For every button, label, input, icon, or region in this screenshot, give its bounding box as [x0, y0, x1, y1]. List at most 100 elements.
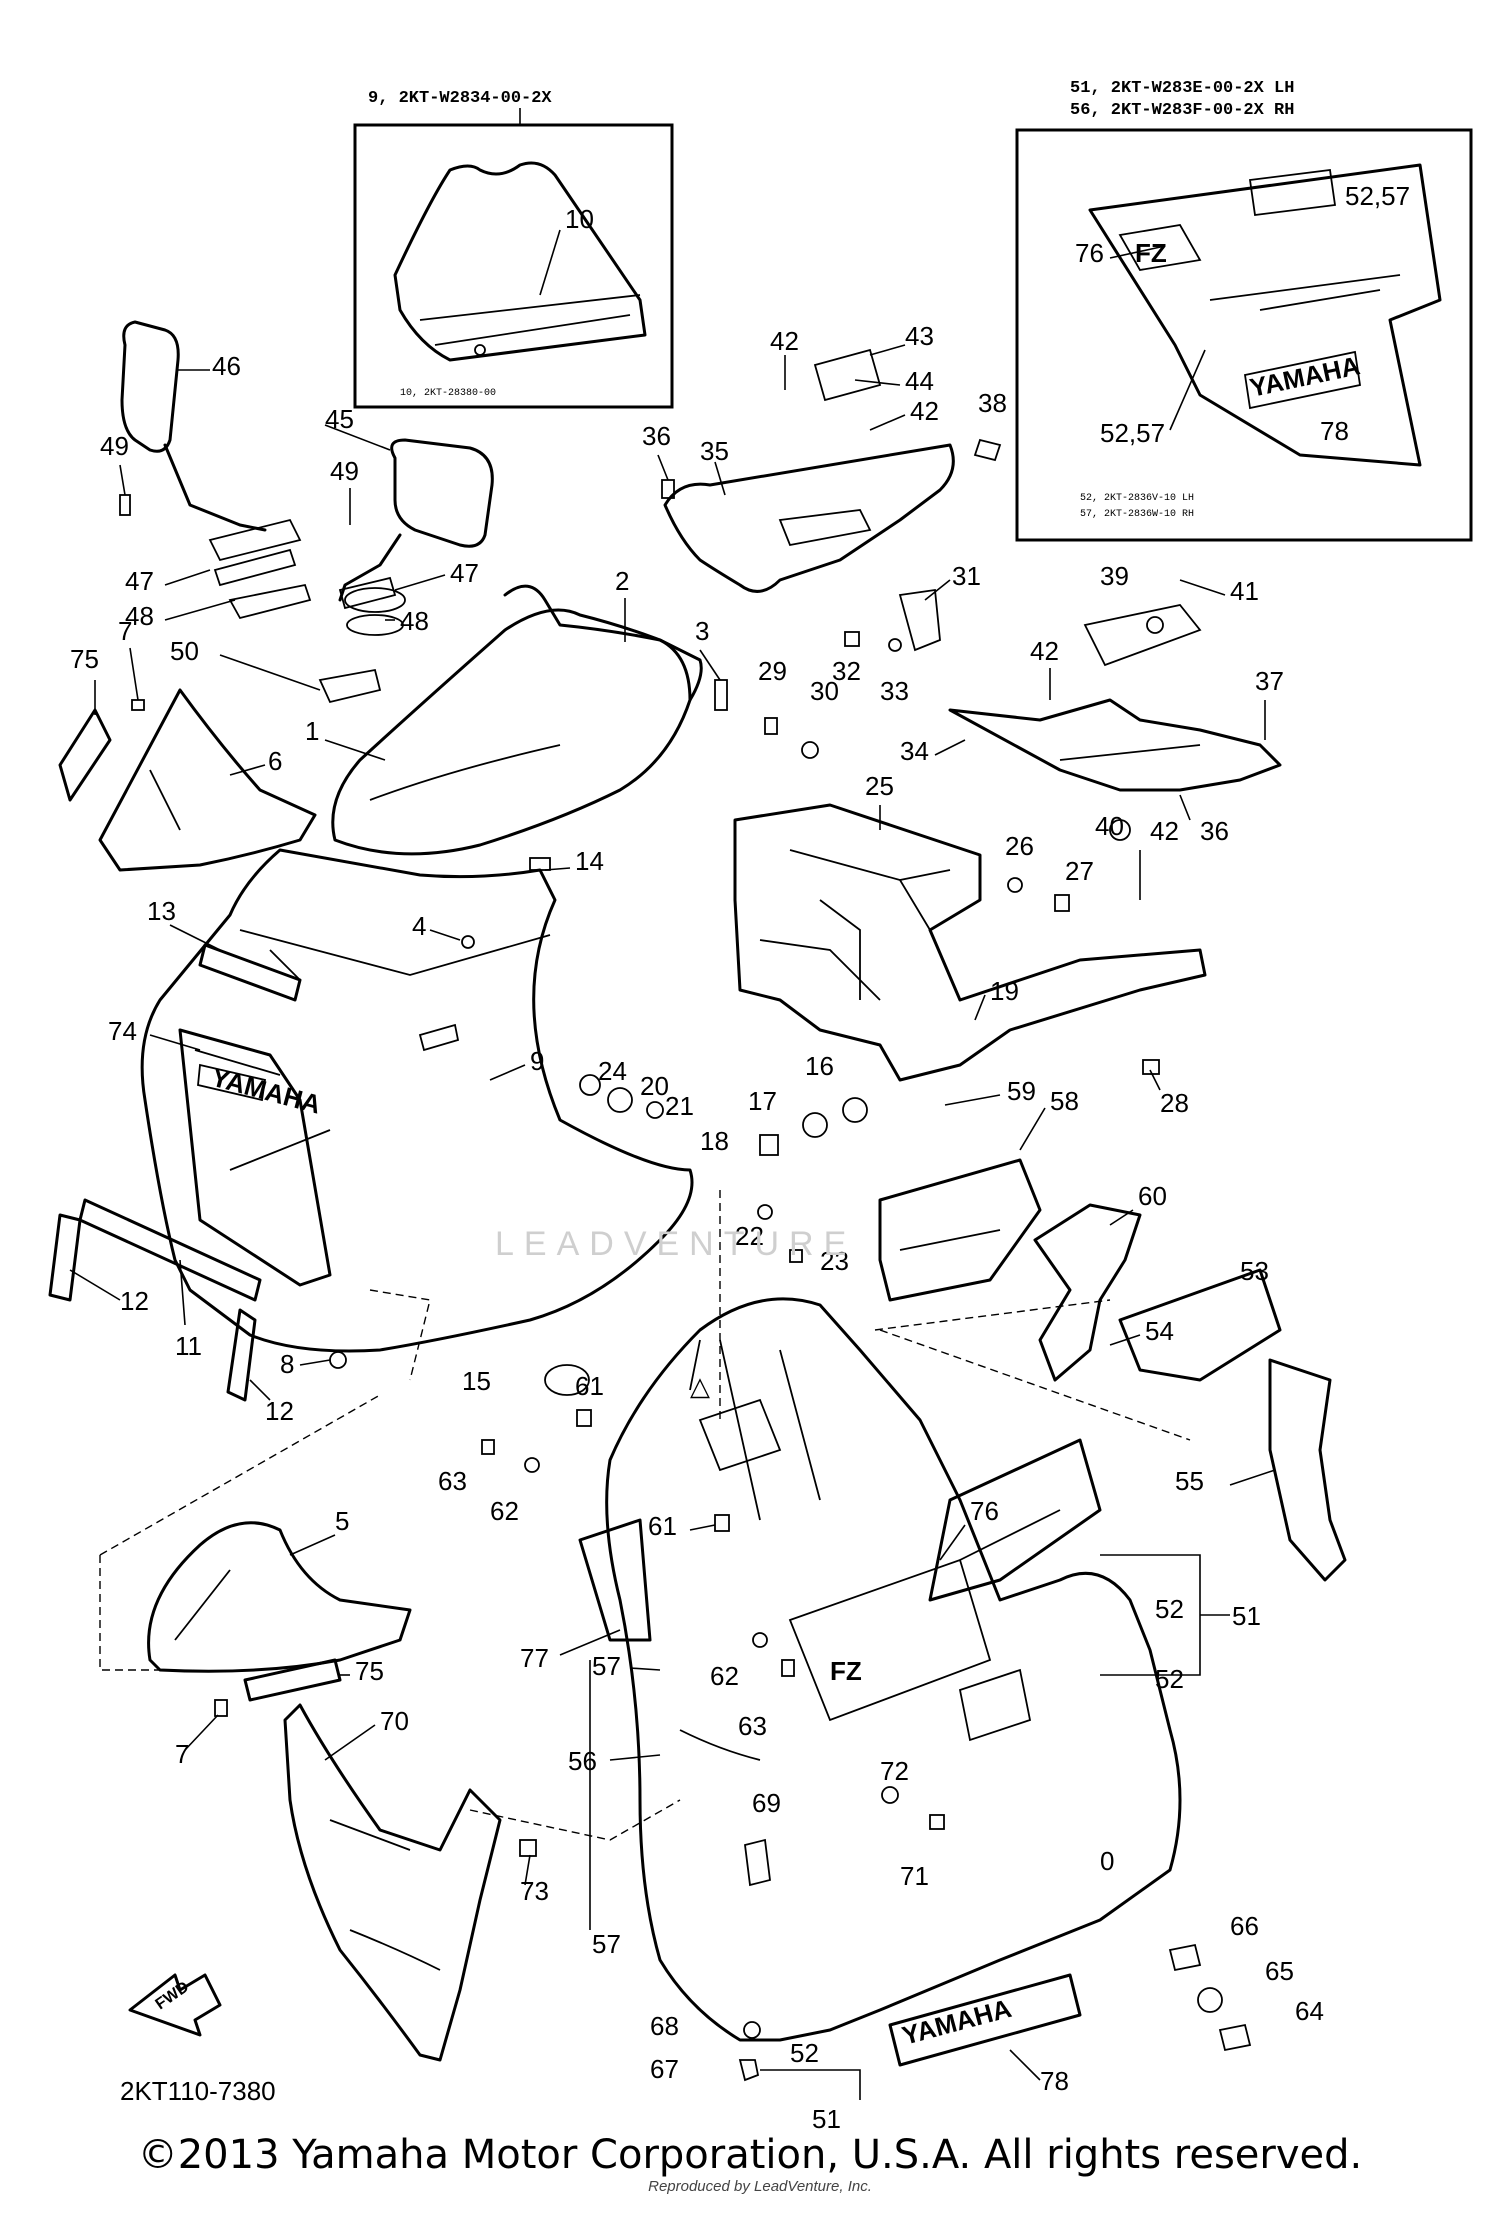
callout-47-b: 47 [450, 558, 479, 588]
lower-decal-text: YAMAHA [899, 1993, 1015, 2051]
callout-10: 10 [565, 204, 594, 234]
callout-70: 70 [380, 1706, 409, 1736]
callout-63-a: 63 [438, 1466, 467, 1496]
inset-emblem-fz: FZ [1135, 238, 1167, 268]
inset-windshield: 9, 2KT-W2834-00-2X 10 10, 2KT-28380-00 [353, 89, 674, 409]
callout-4: 4 [412, 911, 426, 941]
callout-2: 2 [615, 566, 629, 596]
callout-30: 30 [810, 676, 839, 706]
inset-right-line1: 51, 2KT-W283E-00-2X LH [1070, 79, 1294, 98]
callout-12-b: 12 [265, 1396, 294, 1426]
cowling-stay: 25 26 27 19 28 29 30 [733, 656, 1207, 1118]
callout-43: 43 [905, 321, 934, 351]
callout-11: 11 [175, 1331, 202, 1361]
callout-77: 77 [520, 1643, 549, 1673]
trim-strips: 11 12 12 [48, 1198, 294, 1426]
right-bracket: 34 36 37 39 41 42 40 42 [900, 561, 1284, 900]
side-cowling-callouts: 61 63 62 61 76 52 52 51 77 62 63 57 56 5… [438, 1371, 1324, 2134]
callout-63-b: 63 [738, 1711, 767, 1741]
callout-24: 24 [598, 1056, 627, 1086]
callout-16: 16 [805, 1051, 834, 1081]
callout-72: 72 [880, 1756, 909, 1786]
callout-76: 76 [970, 1496, 999, 1526]
callout-44: 44 [905, 366, 934, 396]
callout-47-a: 47 [125, 566, 154, 596]
callout-52-57-b: 52,57 [1100, 418, 1165, 448]
callout-7-bottom: 7 [175, 1739, 189, 1769]
mirror-hardware: 49 49 47 48 47 48 50 7 [100, 431, 479, 711]
callout-22: 22 [735, 1221, 764, 1251]
callout-74: 74 [108, 1016, 137, 1046]
callout-15: 15 [462, 1366, 491, 1396]
callout-34: 34 [900, 736, 929, 766]
upper-bracket: 35 36 42 43 44 42 38 31 32 33 [642, 321, 1007, 706]
callout-42-c: 42 [1030, 636, 1059, 666]
callout-41: 41 [1230, 576, 1259, 606]
callout-29: 29 [758, 656, 787, 686]
callout-12-a: 12 [120, 1286, 149, 1316]
callout-56: 56 [568, 1746, 597, 1776]
callout-14: 14 [575, 846, 604, 876]
callout-36-b: 36 [1200, 816, 1229, 846]
callout-38: 38 [978, 388, 1007, 418]
callout-61-a: 61 [575, 1371, 604, 1401]
watermark-text: LEADVENTURE [495, 1225, 856, 1263]
callout-9: 9 [530, 1046, 544, 1076]
callout-45: 45 [325, 404, 354, 434]
triangle-mark: △ [690, 1371, 710, 1401]
inset-decal-yamaha: YAMAHA [1247, 350, 1363, 403]
callout-1: 1 [305, 716, 319, 746]
callout-28: 28 [1160, 1088, 1189, 1118]
callout-42-d: 42 [1150, 816, 1179, 846]
fwd-label: FWD [153, 1978, 193, 2013]
inset-left-title: 9, 2KT-W2834-00-2X [368, 89, 552, 108]
callout-17: 17 [748, 1086, 777, 1116]
upper-cowling: YAMAHA 74 9 13 14 4 8 [108, 846, 694, 1381]
inset-right-sub2: 57, 2KT-2836W-10 RH [1080, 509, 1194, 520]
callout-60: 60 [1138, 1181, 1167, 1211]
callout-66: 66 [1230, 1911, 1259, 1941]
callout-64: 64 [1295, 1996, 1324, 2026]
callout-7-top: 7 [118, 616, 132, 646]
callout-58: 58 [1050, 1086, 1079, 1116]
callout-6: 6 [268, 746, 282, 776]
side-mark-0: 0 [1100, 1846, 1114, 1876]
callout-73: 73 [520, 1876, 549, 1906]
callout-21: 21 [665, 1091, 694, 1121]
right-duct-parts: 58 59 60 53 54 55 [878, 1076, 1347, 1582]
callout-76-inset: 76 [1075, 238, 1104, 268]
fwd-arrow-icon: FWD [128, 1973, 222, 2037]
callout-65: 65 [1265, 1956, 1294, 1986]
callout-8-b: 8 [280, 1349, 294, 1379]
inset-left-subpart: 10, 2KT-28380-00 [400, 388, 496, 399]
callout-5: 5 [335, 1506, 349, 1536]
callout-27: 27 [1065, 856, 1094, 886]
callout-75-a: 75 [70, 644, 99, 674]
callout-67: 67 [650, 2054, 679, 2084]
callout-42-b: 42 [910, 396, 939, 426]
mirror-right: 45 [324, 404, 494, 610]
callout-53: 53 [1240, 1256, 1269, 1286]
callout-68: 68 [650, 2011, 679, 2041]
callout-39: 39 [1100, 561, 1129, 591]
callout-78: 78 [1040, 2066, 1069, 2096]
callout-33: 33 [880, 676, 909, 706]
callout-49-b: 49 [330, 456, 359, 486]
callout-35: 35 [700, 436, 729, 466]
inset-right-line2: 56, 2KT-W283F-00-2X RH [1070, 101, 1294, 120]
windscreen: 1 2 3 [305, 566, 728, 856]
callout-57-b: 57 [592, 1929, 621, 1959]
callout-52-b: 52 [1155, 1664, 1184, 1694]
callout-55: 55 [1175, 1466, 1204, 1496]
small-hardware-center: 24 20 21 18 17 16 15 22 23 [462, 1051, 868, 1396]
callout-23: 23 [820, 1246, 849, 1276]
callout-62-a: 62 [490, 1496, 519, 1526]
callout-52-a: 52 [1155, 1594, 1184, 1624]
callout-57-a: 57 [592, 1651, 621, 1681]
callout-49-a: 49 [100, 431, 129, 461]
callout-71: 71 [900, 1861, 929, 1891]
lower-panel-left: 5 75 7 [99, 1394, 412, 1769]
callout-75-b: 75 [355, 1656, 384, 1686]
inset-right-sub1: 52, 2KT-2836V-10 LH [1080, 493, 1194, 504]
